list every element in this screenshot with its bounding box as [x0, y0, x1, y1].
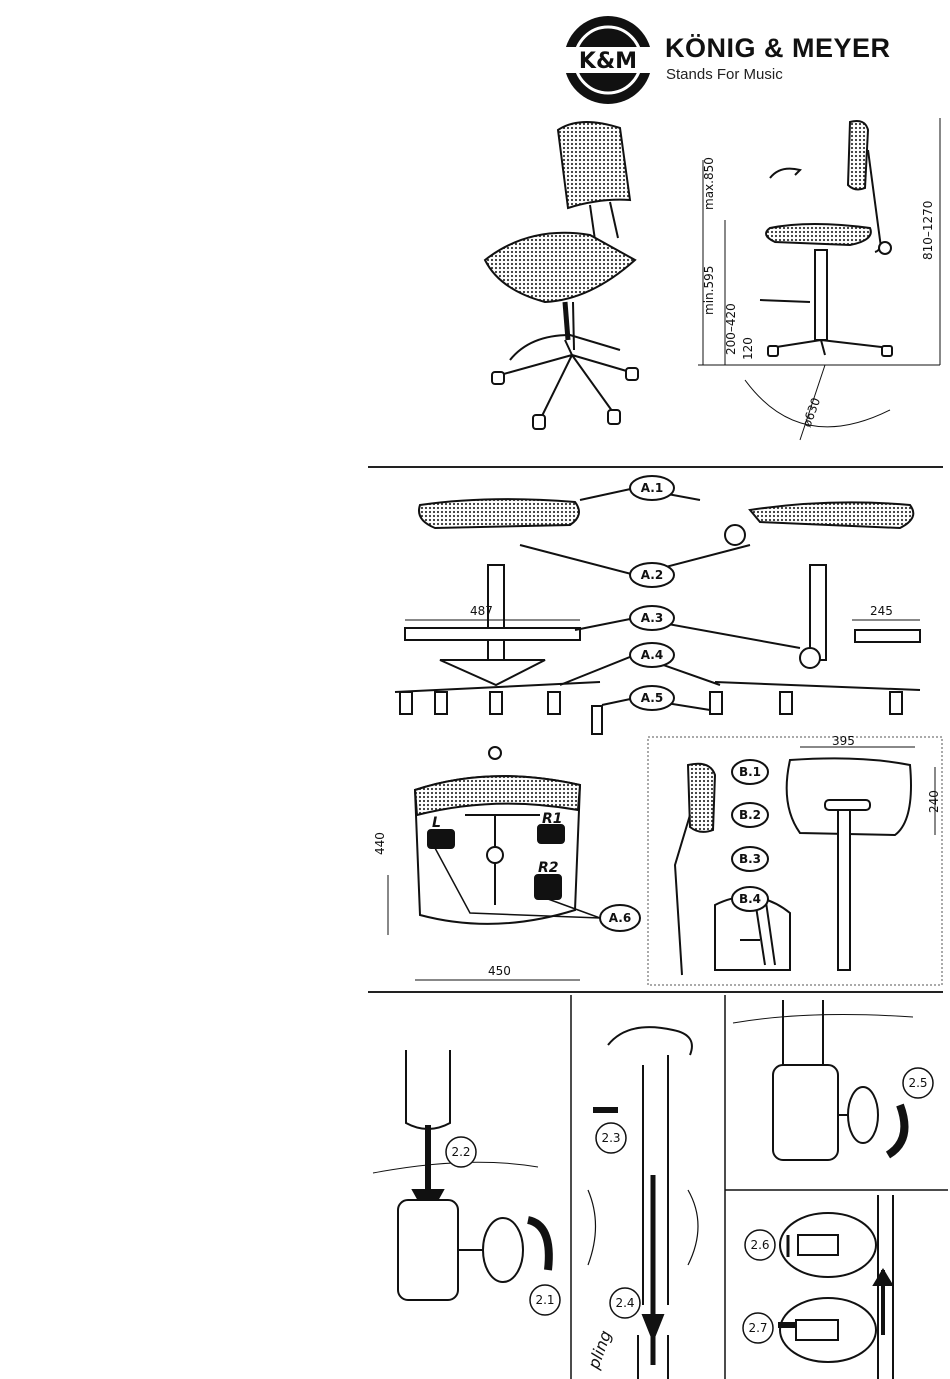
dim-200-420: 200–420: [724, 303, 738, 355]
step-2-3-2-4-illustration: [588, 1027, 698, 1379]
pling-sound-word: pling: [584, 1328, 616, 1372]
brand-tagline: Stands For Music: [666, 66, 783, 83]
dim-245: 245: [870, 604, 893, 618]
svg-text:B.4: B.4: [739, 892, 761, 906]
dim-max-850: max.850: [702, 157, 716, 210]
section-assembly-steps: 2.1 2.2 2.3 2.4 pling 2.5 2.6 2.7: [368, 995, 948, 1379]
divider-1: [368, 466, 943, 468]
svg-text:B.2: B.2: [739, 808, 761, 822]
dim-810-1270: 810–1270: [921, 201, 935, 260]
lever-l-label: L: [432, 815, 441, 831]
svg-text:B.1: B.1: [739, 765, 761, 779]
dim-diameter-630: ø630: [800, 396, 824, 429]
step-2-6: 2.6: [745, 1230, 775, 1260]
backrest-view: [675, 747, 935, 975]
lever-r2-label: R2: [538, 860, 559, 876]
dim-395: 395: [832, 735, 855, 748]
svg-text:A.6: A.6: [609, 911, 631, 925]
step-2-4: 2.4: [610, 1288, 640, 1318]
callout-a3: A.3: [630, 606, 674, 630]
step-2-3: 2.3: [596, 1123, 626, 1153]
chair-perspective-illustration: [485, 122, 638, 429]
svg-text:A.2: A.2: [641, 568, 663, 582]
callout-b1: B.1: [732, 760, 768, 784]
step-2-1-2-2-illustration: [373, 1050, 549, 1300]
callout-a4: A.4: [630, 643, 674, 667]
logo-text: K&M: [579, 49, 637, 74]
chair-side-component-view: [520, 488, 920, 714]
chair-overview-section: max.850 min.595 200–420 120 810–1270 ø63…: [470, 110, 950, 460]
dim-450: 450: [488, 964, 511, 978]
step-2-5-illustration: [733, 1000, 913, 1160]
step-2-6-2-7-illustration: [778, 1195, 893, 1379]
dim-487: 487: [470, 604, 493, 618]
lever-r1-label: R1: [542, 811, 563, 827]
callout-b3: B.3: [732, 847, 768, 871]
dim-440: 440: [373, 832, 387, 855]
callout-a5: A.5: [630, 686, 674, 710]
dim-120: 120: [741, 337, 755, 360]
svg-text:2.6: 2.6: [750, 1238, 769, 1252]
callout-a2: A.2: [630, 563, 674, 587]
dim-min-595: min.595: [702, 266, 716, 315]
svg-text:2.7: 2.7: [748, 1321, 767, 1335]
svg-text:2.4: 2.4: [615, 1296, 634, 1310]
step-2-7: 2.7: [743, 1313, 773, 1343]
callout-b2: B.2: [732, 803, 768, 827]
svg-text:2.5: 2.5: [908, 1076, 927, 1090]
chair-side-view-illustration: [698, 118, 940, 440]
step-2-1: 2.1: [530, 1285, 560, 1315]
svg-text:A.5: A.5: [641, 691, 663, 705]
dim-240: 240: [927, 790, 941, 813]
km-logo: K&M: [562, 14, 654, 106]
brand-name: KÖNIG & MEYER: [665, 33, 891, 64]
step-2-5: 2.5: [903, 1068, 933, 1098]
callout-a6: A.6: [600, 905, 640, 931]
svg-text:2.2: 2.2: [451, 1145, 470, 1159]
svg-text:B.3: B.3: [739, 852, 761, 866]
callout-a1: A.1: [630, 476, 674, 500]
section-a-components: 487 245 A.1 A.2 A.3 A.4 A.5: [380, 470, 945, 750]
step-2-2: 2.2: [446, 1137, 476, 1167]
svg-text:A.3: A.3: [641, 611, 663, 625]
svg-text:A.4: A.4: [641, 648, 663, 662]
callout-b4: B.4: [732, 887, 768, 911]
section-levers-and-backrest: 440 450 L R1 R2 A.6 395 240 B.1 B.2 B.3 …: [370, 735, 945, 990]
seat-underside-view: [388, 747, 600, 980]
svg-text:2.1: 2.1: [535, 1293, 554, 1307]
svg-text:A.1: A.1: [641, 481, 663, 495]
chair-front-component-view: [395, 499, 602, 734]
svg-text:2.3: 2.3: [601, 1131, 620, 1145]
divider-2: [368, 991, 943, 993]
